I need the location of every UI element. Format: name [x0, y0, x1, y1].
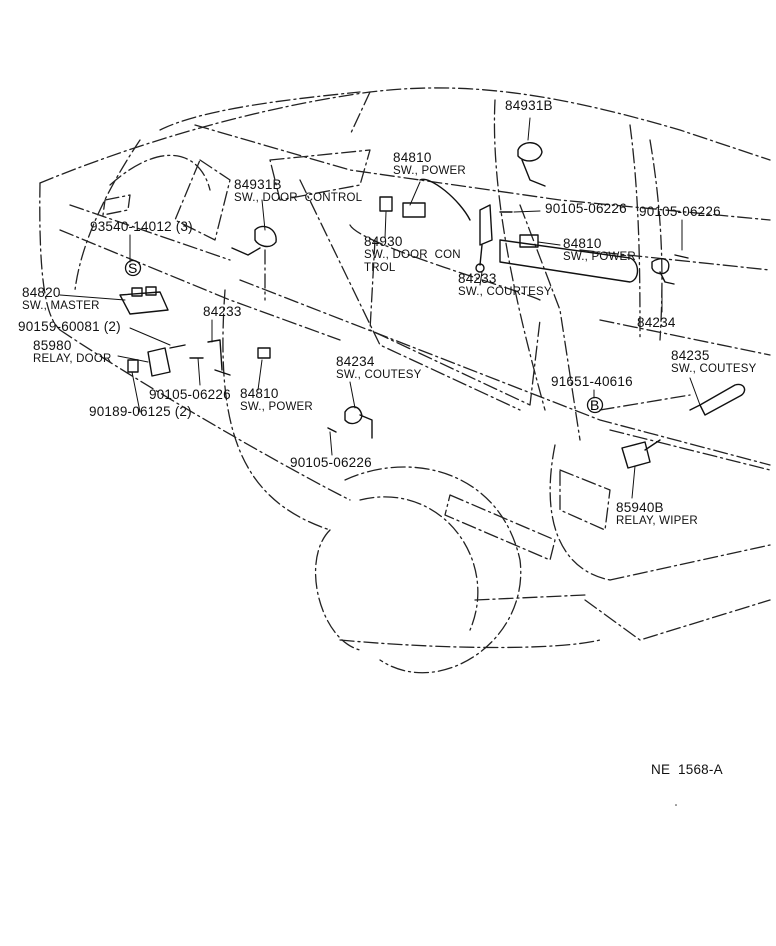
callout-90189: 90189-06125 (2) — [89, 404, 192, 419]
part-description: SW., POWER — [240, 401, 313, 413]
callout-84810-power-right: 84810 SW., POWER — [563, 236, 636, 264]
part-description: SW., COURTESY — [458, 286, 552, 298]
part-number: 84810 — [240, 386, 279, 401]
callout-84810-power-left: 84810 SW., POWER — [240, 386, 313, 414]
callout-84810-power-upper: 84810 SW., POWER — [393, 150, 466, 178]
part-number: 84810 — [563, 236, 602, 251]
callout-90105-a: 90105-06226 — [545, 201, 627, 216]
diagram-code: NE 1568-A — [651, 762, 723, 777]
callout-84234-right: 84234 — [637, 315, 676, 330]
callout-84820-master: 84820 SW., MASTER — [22, 285, 100, 313]
marker-s: S — [128, 260, 138, 276]
callout-84233-courtesy: 84233 SW., COURTESY — [458, 271, 552, 299]
part-number: 84234 — [637, 315, 676, 330]
part-number: 90105-06226 — [149, 387, 231, 402]
callout-84233-left: 84233 — [203, 304, 242, 319]
callout-91651: 91651-40616 — [551, 374, 633, 389]
part-shapes — [59, 117, 746, 499]
callout-85980-relay-door: 85980 RELAY, DOOR — [33, 338, 111, 366]
part-description: SW., COUTESY — [671, 363, 757, 375]
callout-84931b-top: 84931B — [505, 98, 553, 113]
callout-85940b-relay-wiper: 85940B RELAY, WIPER — [616, 500, 698, 528]
part-number: 85980 — [33, 338, 72, 353]
part-description: RELAY, WIPER — [616, 515, 698, 527]
callout-90159: 90159-60081 (2) — [18, 319, 121, 334]
part-number: 84235 — [671, 348, 710, 363]
part-number: 84233 — [458, 271, 497, 286]
part-description: SW., POWER — [393, 165, 466, 177]
part-description: SW., COUTESY — [336, 369, 422, 381]
callout-84930: 84930 SW., DOOR CON TROL — [364, 234, 461, 275]
part-number: 84810 — [393, 150, 432, 165]
part-number: 90105-06226 — [639, 204, 721, 219]
part-number: 90189-06125 (2) — [89, 404, 192, 419]
part-number: 84820 — [22, 285, 61, 300]
part-description: SW., MASTER — [22, 300, 100, 312]
part-number: 84233 — [203, 304, 242, 319]
part-number: 84931B — [505, 98, 553, 113]
body-phantom-lines — [39, 87, 771, 674]
callout-84931b-door-control: 84931B SW., DOOR CONTROL — [234, 177, 362, 205]
part-description: RELAY, DOOR — [33, 353, 112, 365]
callout-90105-c: 90105-06226 — [149, 387, 231, 402]
marker-s-circle — [124, 259, 142, 277]
part-number: 90105-06226 — [290, 455, 372, 470]
callout-90105-b: 90105-06226 — [639, 204, 721, 219]
marker-b: B — [590, 397, 600, 413]
part-description: SW., POWER — [563, 251, 636, 263]
part-number: 84931B — [234, 177, 282, 192]
callout-84235: 84235 SW., COUTESY — [671, 348, 756, 376]
part-number: 84930 — [364, 234, 403, 249]
part-number: 91651-40616 — [551, 374, 633, 389]
part-description: SW., DOOR CONTROL — [234, 192, 363, 204]
part-description: SW., DOOR CON TROL — [364, 249, 461, 274]
marker-b-circle — [586, 396, 604, 414]
part-number: 84234 — [336, 354, 375, 369]
part-number: 90159-60081 (2) — [18, 319, 121, 334]
callout-90105-d: 90105-06226 — [290, 455, 372, 470]
part-number: 93540-14012 (3) — [90, 219, 193, 234]
part-number: 90105-06226 — [545, 201, 627, 216]
part-number: 85940B — [616, 500, 664, 515]
callout-93540: 93540-14012 (3) — [90, 219, 193, 234]
callout-84234-left: 84234 SW., COUTESY — [336, 354, 421, 382]
